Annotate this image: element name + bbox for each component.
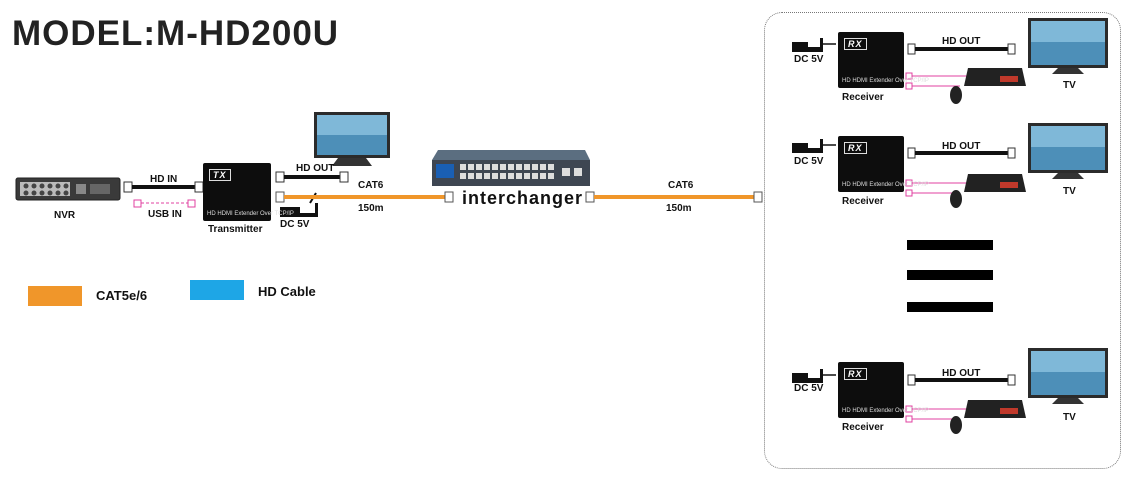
hd-out-label: HD OUT — [942, 368, 981, 379]
tv-label: TV — [1063, 186, 1076, 197]
receiver-device: RX HD HDMI Extender Over TCP/IP — [838, 362, 929, 418]
rj45-connector — [444, 191, 454, 203]
hd-connector — [275, 171, 285, 183]
rj45-connector — [753, 191, 763, 203]
receiver-device: RX HD HDMI Extender Over TCP/IP — [838, 136, 929, 192]
network-switch — [432, 150, 590, 186]
receiver-label: Receiver — [842, 196, 884, 207]
hd-out-label: HD OUT — [942, 36, 981, 47]
transmitter-device: TX HD HDMI Extender Over TCP/IP — [203, 163, 294, 221]
remote-site-box — [764, 12, 1121, 469]
legend-swatch-cat — [28, 286, 82, 306]
receiver-group-2 — [792, 123, 1108, 208]
page-title: MODEL:M-HD200U — [12, 14, 340, 53]
more-indicator-bar — [907, 270, 993, 280]
rx-tag: RX — [844, 142, 867, 154]
legend-label-hd: HD Cable — [258, 284, 316, 299]
dc-label: DC 5V — [280, 219, 310, 230]
switch-label: interchanger — [462, 188, 584, 208]
rx-tag: RX — [844, 38, 867, 50]
hd-connector — [194, 181, 204, 193]
cat6-label-1: CAT6 — [358, 180, 384, 191]
receiver-label: Receiver — [842, 92, 884, 103]
dc-label: DC 5V — [794, 383, 824, 394]
legend-swatch-hd — [190, 280, 244, 300]
hd-connector — [339, 171, 349, 183]
rx-tag: RX — [844, 368, 867, 380]
nvr-label: NVR — [54, 210, 76, 221]
usb-connector — [187, 199, 196, 208]
more-indicator-bar — [907, 302, 993, 312]
dc-label: DC 5V — [794, 54, 824, 65]
local-monitor — [314, 112, 390, 166]
receiver-group-3 — [792, 348, 1108, 434]
hd-out-label: HD OUT — [296, 163, 335, 174]
distance-label-2: 150m — [666, 203, 692, 214]
cat6-label-2: CAT6 — [668, 180, 694, 191]
receiver-label: Receiver — [842, 422, 884, 433]
nvr-device — [15, 177, 121, 201]
tx-subtitle: HD HDMI Extender Over TCP/IP — [207, 211, 294, 217]
rj45-connector — [585, 191, 595, 203]
distance-label-1: 150m — [358, 203, 384, 214]
tx-tag: TX — [209, 169, 231, 181]
power-plug — [280, 203, 318, 217]
usb-connector — [133, 199, 142, 208]
transmitter-label: Transmitter — [208, 224, 263, 235]
hd-connector — [123, 181, 133, 193]
usb-in-label: USB IN — [148, 209, 182, 220]
rx-subtitle: HD HDMI Extender Over TCP/IP — [842, 182, 929, 188]
rj45-connector — [275, 191, 285, 203]
more-indicator-bar — [907, 240, 993, 250]
tv-label: TV — [1063, 412, 1076, 423]
receiver-group-1 — [792, 18, 1108, 104]
tv-label: TV — [1063, 80, 1076, 91]
rx-subtitle: HD HDMI Extender Over TCP/IP — [842, 78, 929, 84]
rx-subtitle: HD HDMI Extender Over TCP/IP — [842, 408, 929, 414]
dc-label: DC 5V — [794, 156, 824, 167]
receiver-device: RX HD HDMI Extender Over TCP/IP — [838, 32, 929, 88]
legend-label-cat: CAT5e/6 — [96, 288, 148, 303]
hd-in-label: HD IN — [150, 174, 178, 185]
hd-out-label: HD OUT — [942, 141, 981, 152]
